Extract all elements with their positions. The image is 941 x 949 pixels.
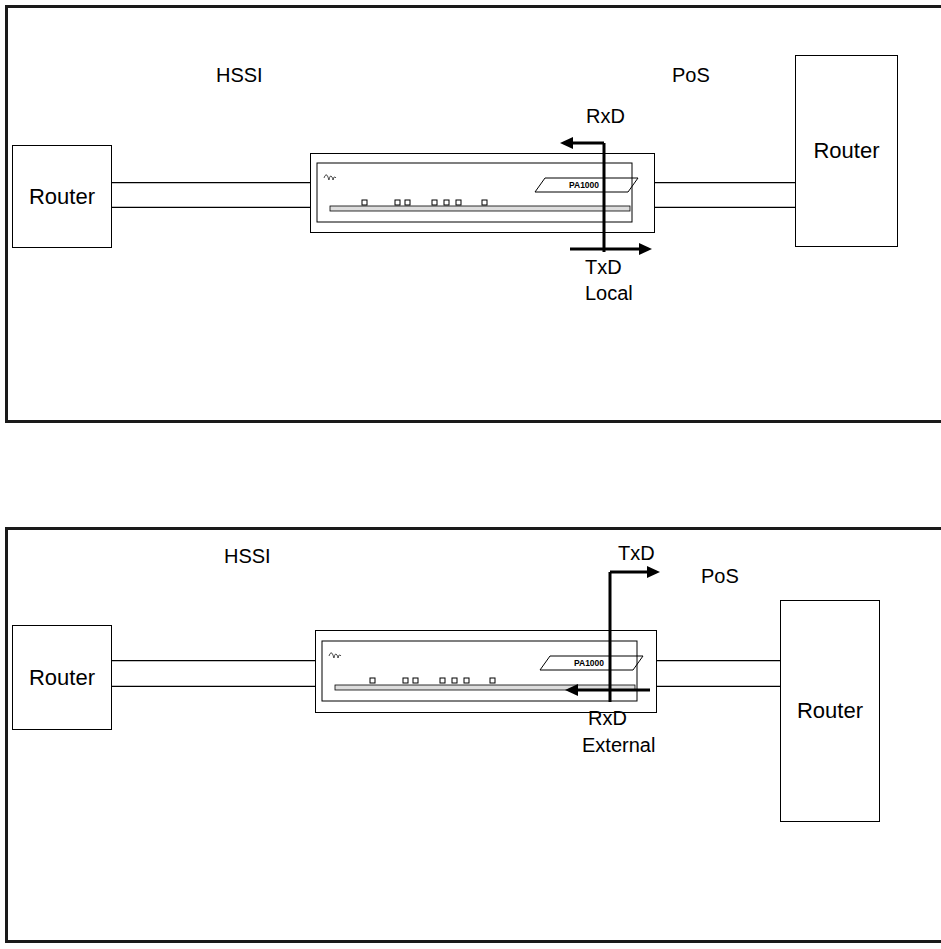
- signal-arrows: [560, 137, 652, 255]
- router-box: Router: [780, 600, 880, 822]
- signal-arrows: [565, 566, 660, 702]
- interface-label: HSSI: [216, 65, 263, 85]
- node-label: Router: [29, 184, 95, 209]
- router-box: Router: [12, 625, 112, 730]
- device-box: PA1000: [310, 153, 655, 233]
- signal-label: External: [582, 735, 655, 755]
- interface-label: PoS: [672, 65, 710, 85]
- node-label: Router: [29, 665, 95, 690]
- router-box: Router: [12, 145, 112, 248]
- signal-label: RxD: [586, 106, 625, 126]
- device-box: PA1000: [315, 630, 657, 713]
- cable-line: [112, 207, 310, 208]
- cable-line: [655, 182, 795, 183]
- device-front: [317, 163, 638, 222]
- link-connector: [112, 183, 310, 208]
- model-plate: PA1000: [537, 178, 631, 193]
- cable-line: [655, 207, 795, 208]
- signal-label: TxD: [618, 543, 655, 563]
- interface-label: HSSI: [224, 546, 271, 566]
- cable-line: [657, 686, 780, 687]
- cable-line: [657, 660, 780, 661]
- node-label: Router: [813, 138, 879, 163]
- model-name: PA1000: [573, 658, 605, 668]
- cable-line: [112, 182, 310, 183]
- signal-label: Local: [585, 283, 633, 303]
- model-plate: PA1000: [542, 656, 636, 671]
- cable-line: [112, 686, 315, 687]
- link-connector: [112, 661, 315, 687]
- model-name: PA1000: [568, 180, 600, 190]
- cable-line: [112, 660, 315, 661]
- link-connector: [655, 183, 795, 208]
- node-label: Router: [797, 698, 863, 723]
- signal-label: TxD: [585, 257, 622, 277]
- interface-label: PoS: [701, 566, 739, 586]
- router-box: Router: [795, 55, 898, 247]
- signal-label: RxD: [588, 708, 627, 728]
- link-connector: [657, 661, 780, 687]
- device-front: [322, 641, 643, 701]
